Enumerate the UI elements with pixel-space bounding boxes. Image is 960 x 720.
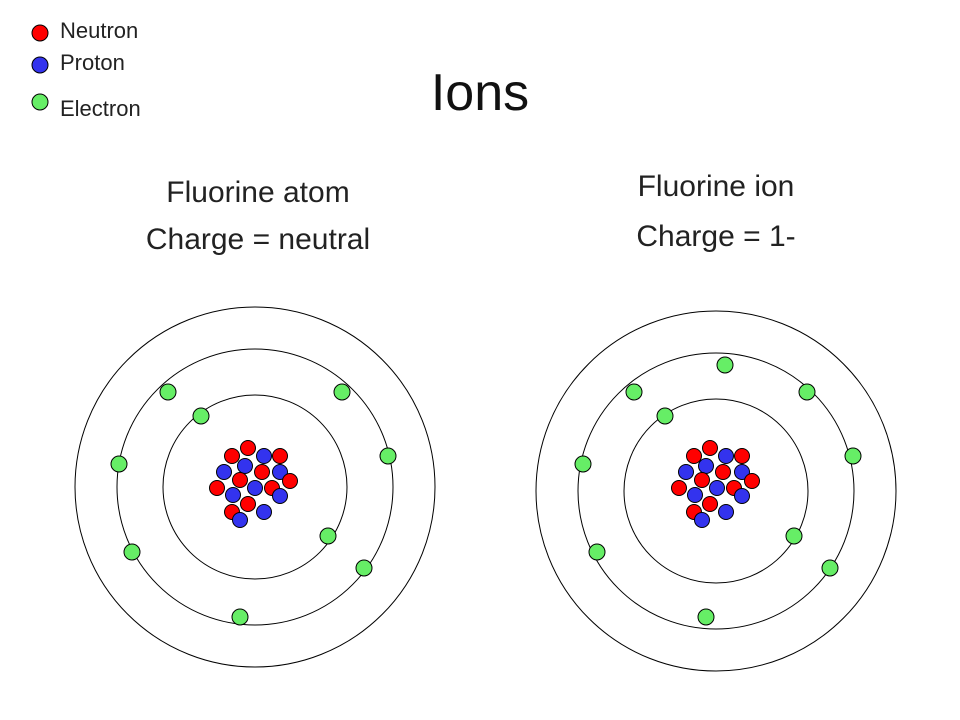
- nucleus: [671, 440, 760, 528]
- proton: [272, 488, 288, 504]
- proton: [237, 458, 253, 474]
- electron: [574, 455, 592, 473]
- proton: [256, 448, 272, 464]
- inner-shell: [162, 394, 348, 580]
- electron: [110, 455, 128, 473]
- middle-shell: [116, 348, 394, 626]
- proton: [734, 488, 750, 504]
- proton: [698, 458, 714, 474]
- atom-charge-label: Charge = neutral: [146, 223, 370, 256]
- neutron: [694, 472, 710, 488]
- electron: [192, 407, 210, 425]
- inner-shell: [623, 398, 809, 584]
- neutron-legend-icon: [31, 24, 49, 42]
- outer-shell: [74, 306, 436, 668]
- atom-name-label: Fluorine atom: [166, 176, 349, 209]
- neutron: [702, 496, 718, 512]
- electron-legend-icon: [31, 93, 49, 111]
- proton: [247, 480, 263, 496]
- electron: [319, 527, 337, 545]
- neutron: [232, 472, 248, 488]
- electron: [716, 356, 734, 374]
- electrons: [110, 383, 397, 626]
- proton: [225, 487, 241, 503]
- electron: [785, 527, 803, 545]
- legend-label-electron: Electron: [60, 96, 141, 121]
- neutron: [209, 480, 225, 496]
- electron: [821, 559, 839, 577]
- neutron: [224, 448, 240, 464]
- neutron: [702, 440, 718, 456]
- outer-shell: [535, 310, 897, 672]
- electron: [123, 543, 141, 561]
- neutron: [744, 473, 760, 489]
- neutron: [671, 480, 687, 496]
- proton: [256, 504, 272, 520]
- proton: [272, 464, 288, 480]
- electron: [656, 407, 674, 425]
- proton: [718, 448, 734, 464]
- electron: [333, 383, 351, 401]
- proton: [678, 464, 694, 480]
- neutron: [715, 464, 731, 480]
- neutron: [734, 448, 750, 464]
- proton: [232, 512, 248, 528]
- electron: [844, 447, 862, 465]
- ion-name-label: Fluorine ion: [638, 170, 795, 203]
- ion-charge-label: Charge = 1-: [636, 220, 795, 253]
- electron: [379, 447, 397, 465]
- proton-legend-icon: [31, 56, 49, 74]
- page-title: Ions: [431, 64, 529, 122]
- proton: [216, 464, 232, 480]
- legend-label-neutron: Neutron: [60, 18, 138, 43]
- electron: [355, 559, 373, 577]
- electron: [159, 383, 177, 401]
- proton: [734, 464, 750, 480]
- neutron: [240, 496, 256, 512]
- proton: [687, 487, 703, 503]
- electron: [798, 383, 816, 401]
- legend: Neutron Proton Electron: [31, 18, 141, 121]
- fluorine-atom-diagram: [74, 306, 436, 668]
- electron: [231, 608, 249, 626]
- neutron: [240, 440, 256, 456]
- electrons: [574, 356, 862, 626]
- electron: [588, 543, 606, 561]
- legend-label-proton: Proton: [60, 50, 125, 75]
- middle-shell: [577, 352, 855, 630]
- neutron: [272, 448, 288, 464]
- neutron: [254, 464, 270, 480]
- fluorine-ion-diagram: [535, 310, 897, 672]
- electron: [625, 383, 643, 401]
- electron: [697, 608, 715, 626]
- proton: [709, 480, 725, 496]
- neutron: [282, 473, 298, 489]
- nucleus: [209, 440, 298, 528]
- neutron: [686, 448, 702, 464]
- proton: [694, 512, 710, 528]
- proton: [718, 504, 734, 520]
